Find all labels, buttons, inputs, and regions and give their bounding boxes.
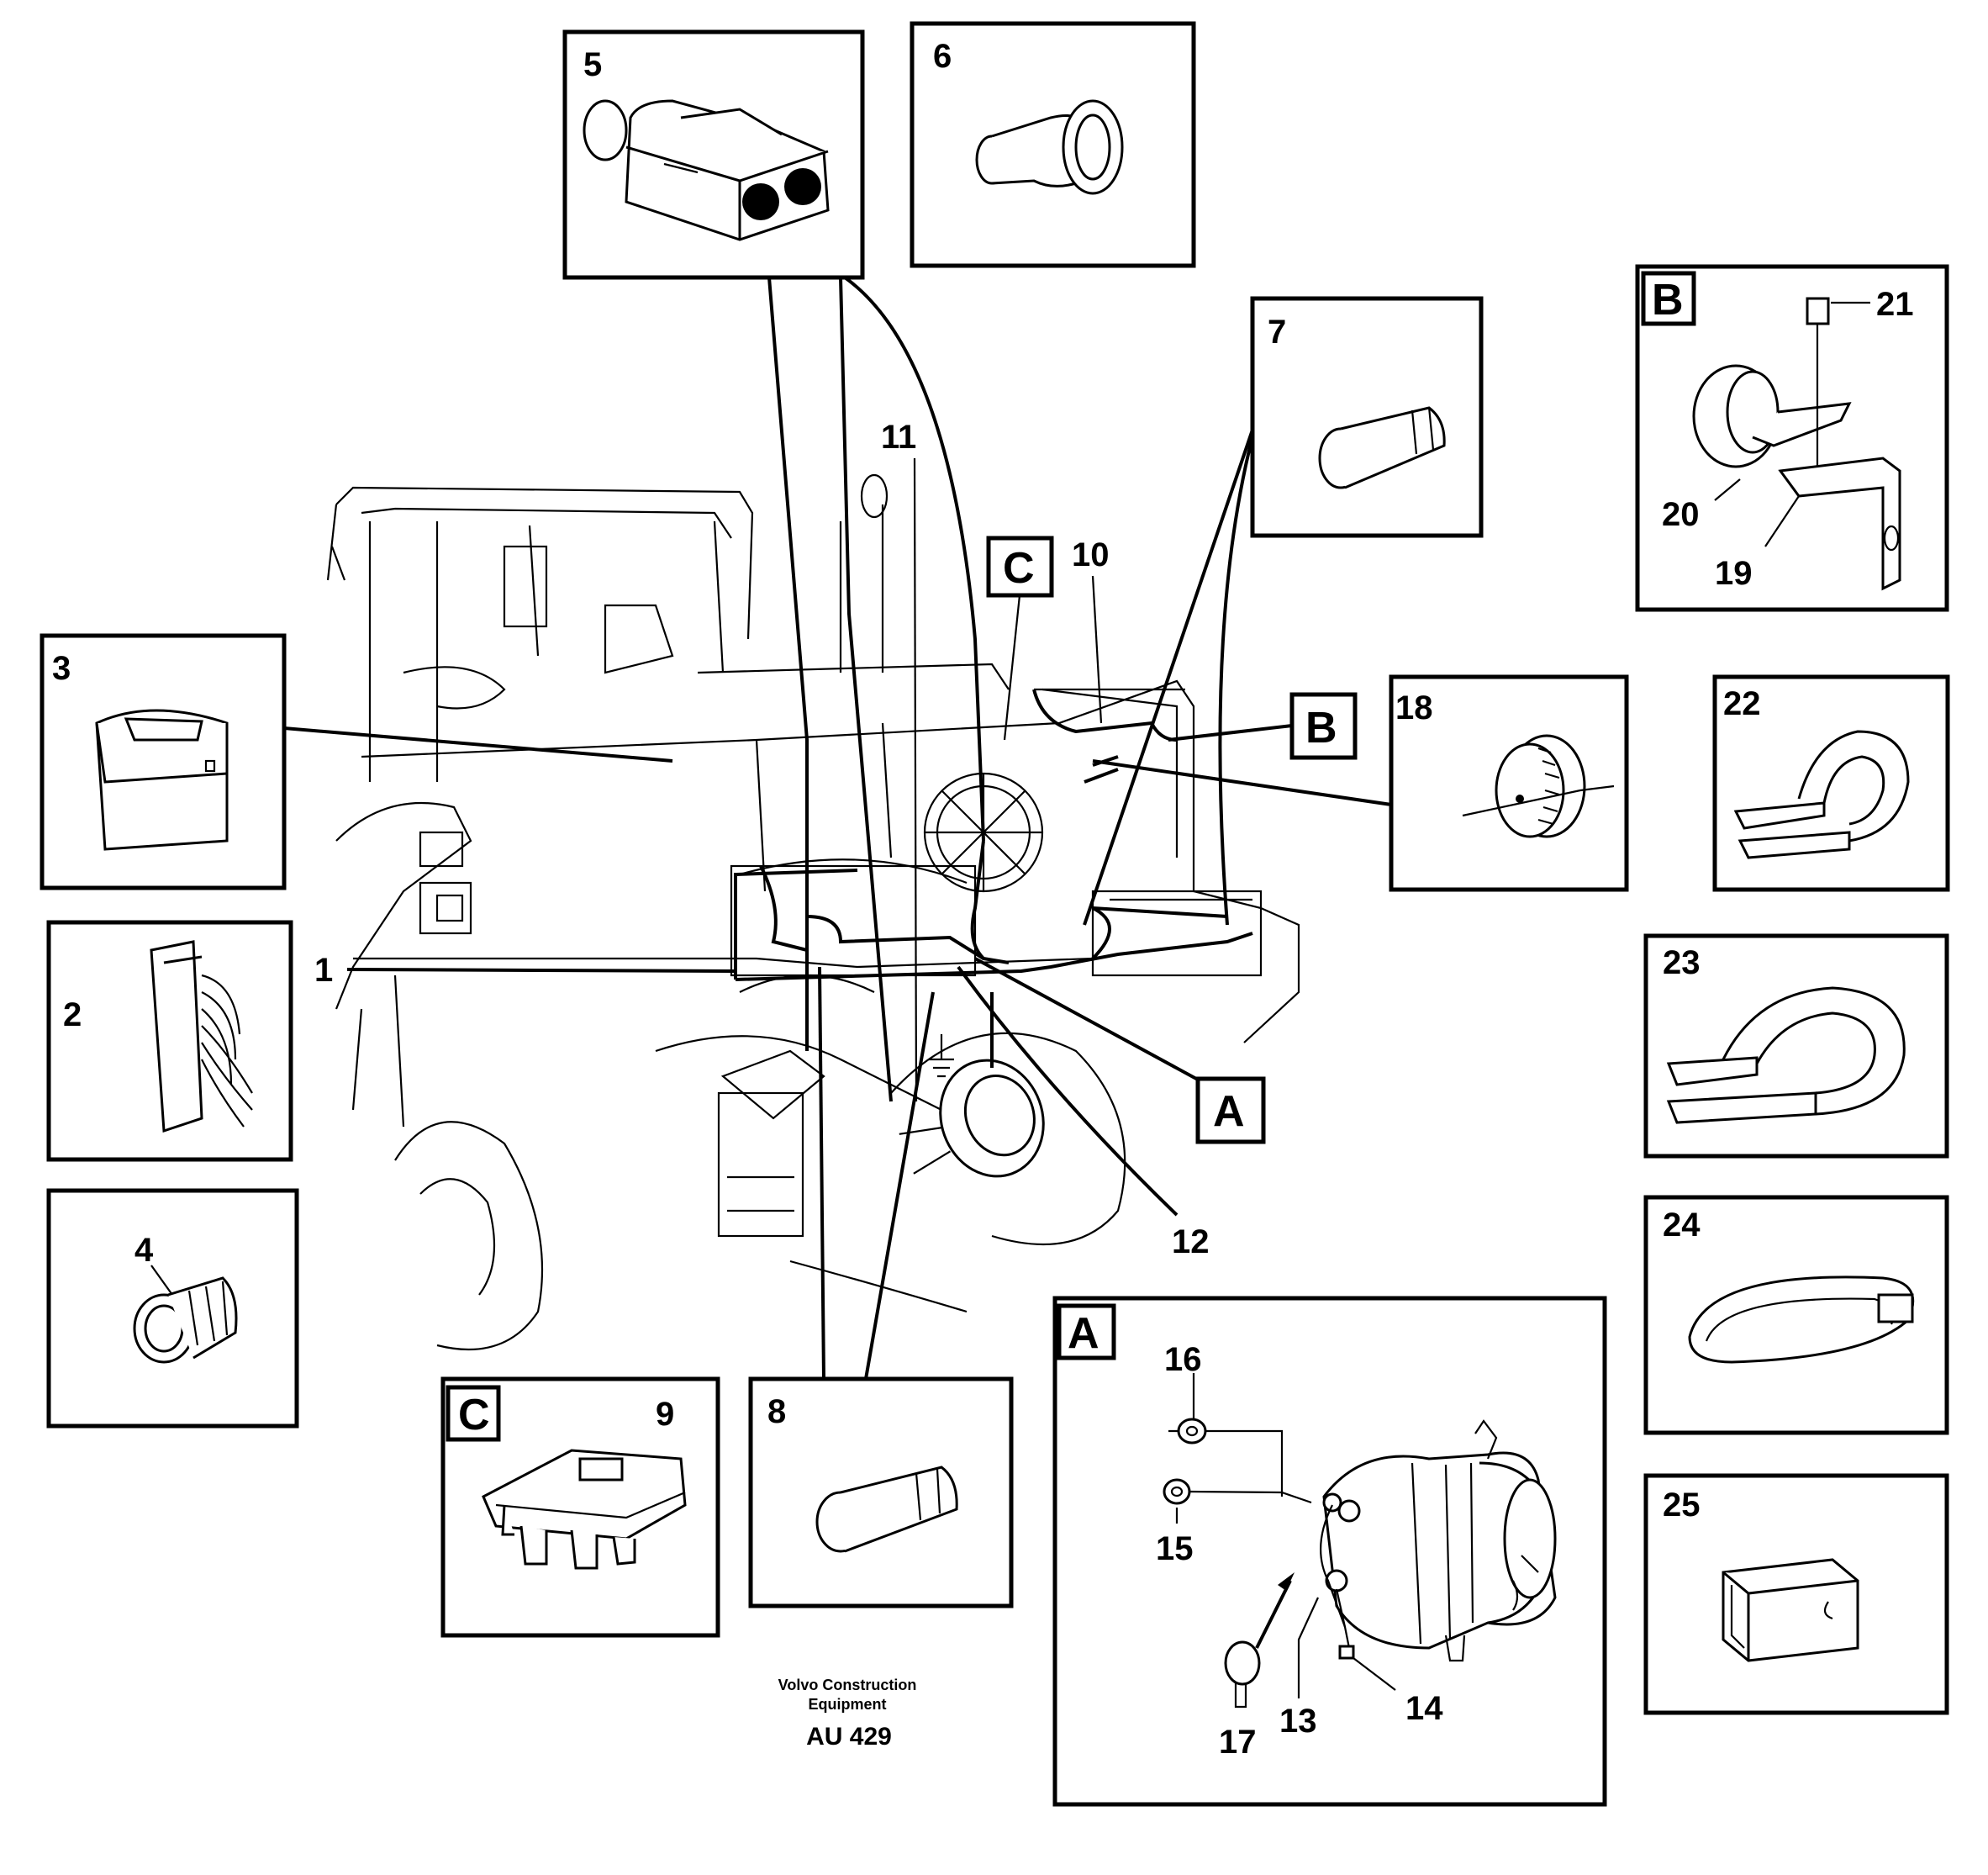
drawing-code: AU 429 (806, 1723, 892, 1751)
callout-19: 19 (1715, 555, 1753, 592)
part-box-22: 22 (1712, 674, 1950, 892)
nut-16-illustration (1177, 1418, 1207, 1445)
footer: Volvo Construction Equipment AU 429 (778, 1677, 917, 1751)
callout-3: 3 (52, 650, 71, 687)
callout-15: 15 (1156, 1530, 1194, 1567)
callout-16: 16 (1164, 1341, 1202, 1378)
part-box-2: 2 (46, 920, 293, 1162)
callout-6: 6 (933, 38, 952, 75)
callout-14: 14 (1405, 1690, 1443, 1727)
maker-line-1: Volvo Construction (778, 1677, 917, 1693)
callout-23: 23 (1663, 944, 1701, 981)
alternator-illustration (1322, 1419, 1557, 1662)
callout-24: 24 (1663, 1207, 1701, 1244)
round-plug-illustration (1462, 734, 1615, 838)
part-box-25: 25 (1643, 1473, 1949, 1715)
callout-4: 4 (134, 1232, 154, 1269)
part-box-5: 5 (562, 29, 865, 280)
part-box-8: 8 (748, 1376, 1014, 1608)
socket-housing-illustration (95, 709, 229, 851)
detail-c-tag-label: C (458, 1391, 490, 1439)
detail-c-tag: C (986, 536, 1054, 598)
detail-box-b: B 21 20 19 (1635, 264, 1949, 612)
callout-12: 12 (1172, 1223, 1210, 1260)
callout-11: 11 (881, 419, 916, 456)
leader-lines (109, 276, 1392, 1380)
cable-cap-17-illustration (1224, 1640, 1261, 1686)
terminal-block-illustration (482, 1449, 687, 1570)
cable-tie-illustration (1688, 1276, 1915, 1364)
wheel-loader-illustration (326, 473, 1300, 1351)
part-box-24: 24 (1643, 1195, 1949, 1435)
wiring-harness (734, 689, 1253, 1068)
callout-13: 13 (1279, 1703, 1317, 1740)
part-box-23: 23 (1643, 933, 1949, 1159)
callout-10: 10 (1072, 536, 1110, 573)
clamp-bracket-illustration (1692, 297, 1901, 591)
part-box-18: 18 (1389, 674, 1629, 892)
part-box-7: 7 (1250, 296, 1484, 538)
callout-5: 5 (583, 46, 602, 83)
multi-pin-connector-illustration (150, 940, 253, 1133)
callout-2: 2 (63, 996, 82, 1033)
part-box-4: 4 (46, 1188, 299, 1429)
double-connector-illustration (583, 99, 830, 241)
detail-a-tag-main-label: A (1213, 1087, 1245, 1136)
detail-a-tag: A (1195, 1076, 1266, 1144)
callout-9: 9 (656, 1396, 674, 1433)
p-clip-small-illustration (1733, 730, 1910, 859)
threaded-fitting-illustration (133, 1276, 238, 1364)
callout-17: 17 (1219, 1724, 1257, 1761)
detail-a-tag-label: A (1068, 1309, 1099, 1358)
callout-18: 18 (1395, 689, 1433, 726)
callout-21: 21 (1876, 286, 1914, 323)
p-clip-large-illustration (1666, 986, 1906, 1124)
callout-25: 25 (1663, 1487, 1701, 1524)
detail-b-tag-label: B (1652, 276, 1684, 325)
detail-c-tag-main-label: C (1003, 544, 1035, 593)
part-box-3: 3 (40, 633, 287, 890)
callout-22: 22 (1723, 685, 1761, 722)
square-sleeve-illustration (1722, 1558, 1859, 1662)
nut-15-illustration (1163, 1478, 1191, 1505)
detail-b-tag-main-label: B (1305, 704, 1337, 753)
callout-1: 1 (314, 952, 333, 989)
angled-grommet-illustration (975, 99, 1124, 195)
rubber-boot-illustration (1318, 406, 1446, 489)
callout-8: 8 (767, 1393, 786, 1430)
part-box-6: 6 (910, 21, 1196, 268)
rubber-boot-illustration-8 (815, 1466, 958, 1553)
maker-line-2: Equipment (809, 1696, 887, 1713)
detail-box-c: C 9 (440, 1376, 720, 1638)
detail-box-a: A 16 15 14 13 (1052, 1296, 1607, 1807)
callout-7: 7 (1268, 314, 1286, 351)
callout-20: 20 (1662, 496, 1700, 533)
detail-b-tag: B (1289, 692, 1358, 760)
